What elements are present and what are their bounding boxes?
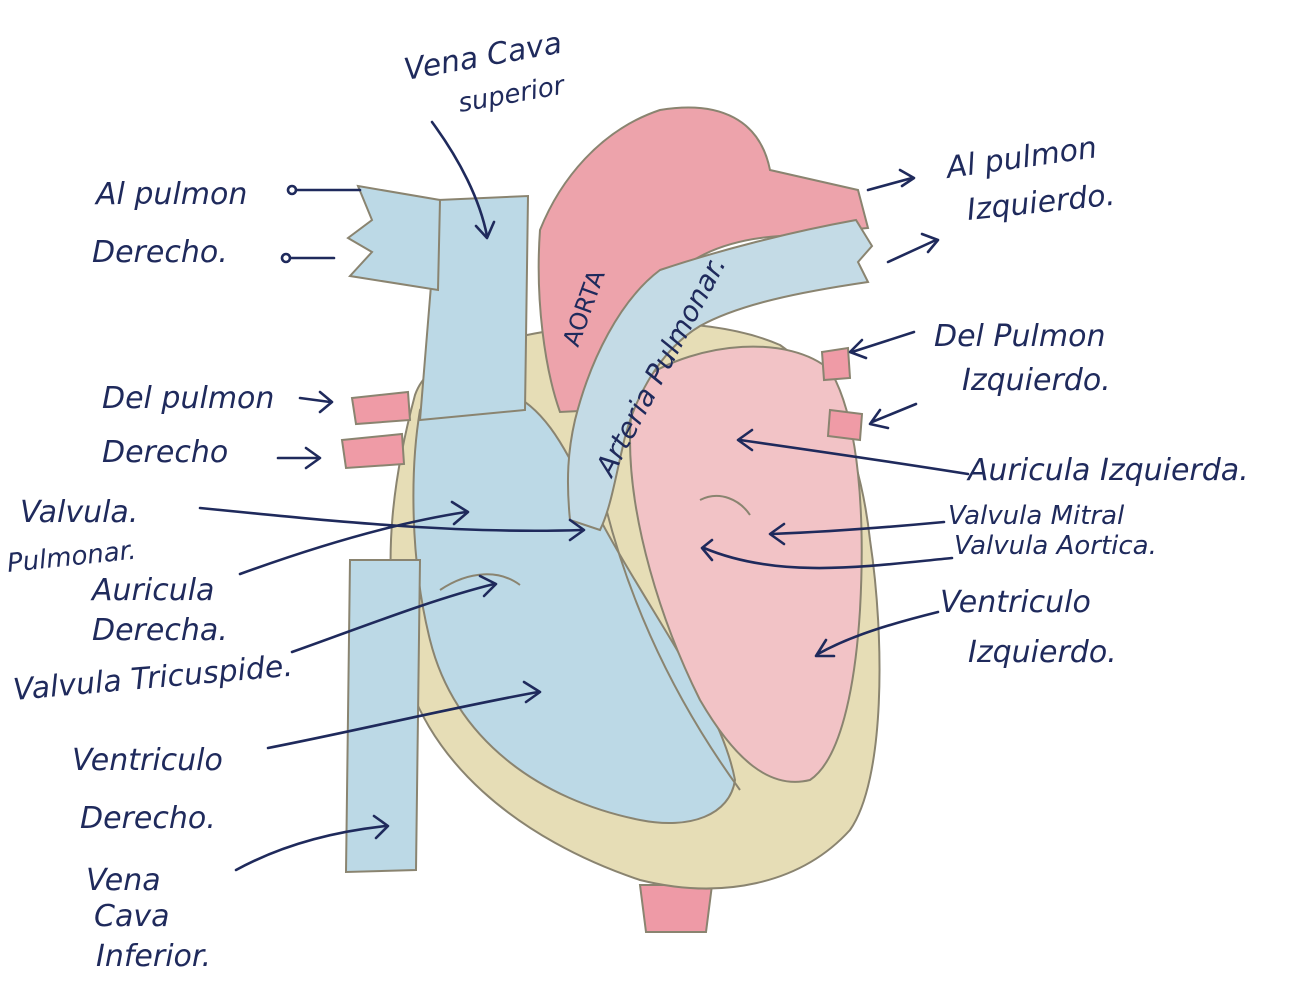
label-auricula-derecha-line2: Derecha. xyxy=(92,613,228,648)
label-al-pulmon-derecho-line1: Al pulmon xyxy=(94,177,247,212)
label-valvula-aortica: Valvula Aortica. xyxy=(954,531,1157,561)
label-al-pulmon-izquierdo-line2: Izquierdo. xyxy=(965,178,1117,228)
label-vena-cava-inferior-line1: Vena xyxy=(86,863,161,898)
arrow-del-pulmon-derecho-1 xyxy=(300,398,330,402)
label-ventriculo-izquierdo-line1: Ventriculo xyxy=(940,585,1091,620)
label-al-pulmon-izquierdo-line1: Al pulmon xyxy=(942,130,1099,186)
label-ventriculo-izquierdo-line2: Izquierdo. xyxy=(968,635,1117,670)
label-vena-cava-inferior-line2: Cava xyxy=(94,899,169,934)
label-ventriculo-derecho-line1: Ventriculo xyxy=(72,743,223,778)
label-ventriculo-derecho-line2: Derecho. xyxy=(80,801,216,836)
label-del-pulmon-derecho-line2: Derecho xyxy=(102,435,228,470)
label-valvula-pulmonar-line1: Valvula. xyxy=(20,495,138,530)
label-auricula-izquierda: Auricula Izquierda. xyxy=(966,453,1249,488)
label-auricula-derecha-line1: Auricula xyxy=(90,573,214,608)
label-del-pulmon-izquierdo-line1: Del Pulmon xyxy=(934,319,1105,354)
label-al-pulmon-derecho-line2: Derecho. xyxy=(92,235,228,270)
descending-aorta xyxy=(640,885,712,932)
left-pulmonary-vein-upper xyxy=(822,348,850,380)
right-pulmonary-vein-lower xyxy=(342,434,404,468)
label-vena-cava-inferior-line3: Inferior. xyxy=(96,939,211,974)
label-valvula-tricuspide: Valvula Tricuspide. xyxy=(12,649,295,708)
label-valvula-mitral: Valvula Mitral xyxy=(948,501,1125,531)
label-del-pulmon-derecho-line1: Del pulmon xyxy=(102,381,274,416)
right-pulmonary-artery xyxy=(348,186,440,290)
right-pulmonary-vein-upper xyxy=(352,392,410,424)
label-vena-cava-superior-line2: superior xyxy=(456,70,569,119)
label-del-pulmon-izquierdo-line2: Izquierdo. xyxy=(962,363,1111,398)
left-pulmonary-vein-lower xyxy=(828,410,862,440)
